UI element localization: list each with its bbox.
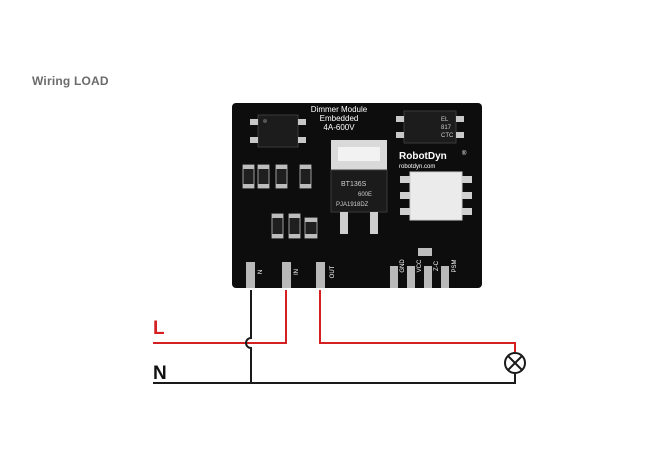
header-left-pins	[246, 262, 325, 288]
pin-label-in: IN	[294, 269, 300, 275]
line-label-n: N	[153, 363, 167, 384]
lamp-icon	[504, 352, 526, 374]
triac-label-line1: BT136S	[341, 181, 367, 188]
header-right-pins	[390, 266, 449, 288]
optocoupler-left	[250, 114, 306, 148]
page-heading: Wiring LOAD	[32, 74, 109, 88]
triac-label-line2: 600E	[358, 192, 372, 198]
neutral-wire	[153, 290, 516, 384]
pin-label-out: OUT	[330, 265, 336, 278]
triac-component: BT136S 600E PJA1918DZ	[330, 140, 388, 234]
smd-resistor-group-top	[242, 164, 312, 189]
svg-text:817: 817	[441, 125, 452, 131]
pin-label-psm: PSM	[452, 259, 458, 272]
moc-optocoupler	[400, 171, 472, 221]
optocoupler-right: EL 817 CTC	[396, 110, 464, 144]
smd-capacitor	[418, 248, 432, 256]
pin-label-n: N	[258, 270, 264, 274]
brand-logo: RobotDyn	[399, 151, 447, 162]
board-title-line2: Embedded	[320, 114, 359, 123]
svg-text:CTC: CTC	[441, 133, 454, 139]
triac-label-line3: PJA1918DZ	[336, 202, 369, 208]
board-title-line3: 4A-600V	[323, 123, 355, 132]
pin-label-vcc: VCC	[417, 259, 423, 272]
svg-text:EL: EL	[441, 117, 449, 123]
brand-registered-mark: ®	[462, 150, 467, 157]
brand-website: robotdyn.com	[399, 164, 435, 170]
pin-label-zc: Z-C	[434, 260, 440, 271]
line-wire	[153, 290, 516, 352]
board-title-line1: Dimmer Module	[311, 105, 368, 114]
line-label-l: L	[153, 318, 165, 339]
pin-label-gnd: GND	[400, 259, 406, 273]
smd-resistor-group-bottom	[271, 213, 318, 239]
